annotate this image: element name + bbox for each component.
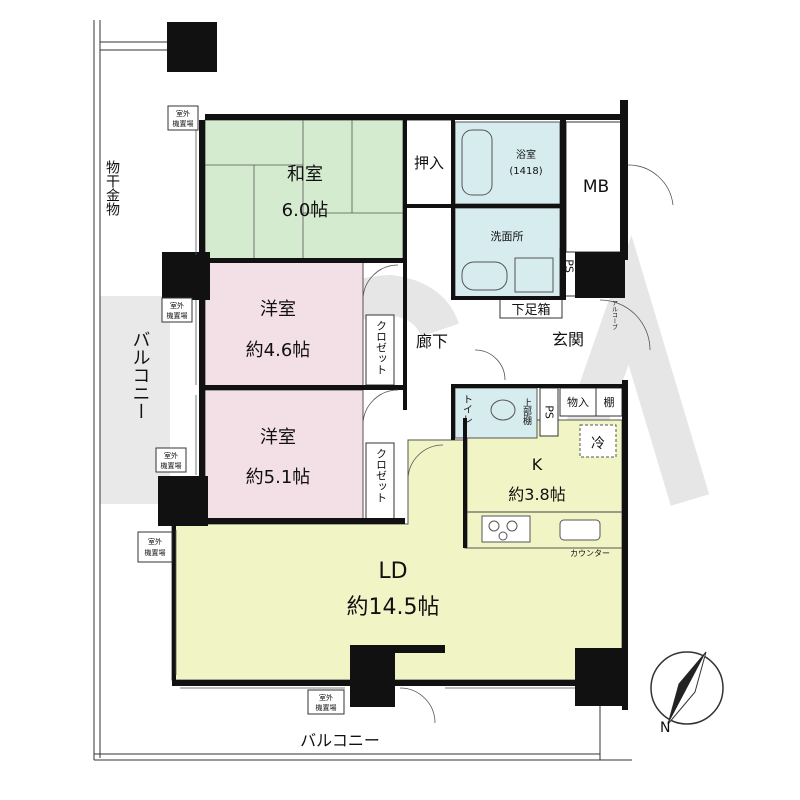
alcove-label: アルコーブ (611, 300, 618, 330)
washer-icon (514, 257, 554, 293)
outdoor-unit-label-2b: 機置場 (167, 311, 188, 320)
mb-label: MB (583, 177, 609, 197)
washitsu-size: 6.0帖 (282, 200, 329, 221)
tana-box (595, 387, 623, 417)
outdoor-unit-box-1 (167, 105, 199, 131)
door-swings (362, 164, 674, 724)
yoshitsu1-size: 約4.6帖 (246, 340, 311, 361)
monoire-label: 物入 (567, 395, 589, 409)
ps-label-1: PS (543, 405, 556, 419)
outdoor-unit-label-3a: 室外 (164, 451, 178, 460)
outdoor-unit-box-3 (155, 447, 187, 473)
outdoor-unit-box-4 (137, 531, 173, 563)
outdoor-unit-label-1a: 室外 (176, 109, 190, 118)
outdoor-unit-label-5b: 機置場 (316, 703, 337, 712)
tatami-lines (205, 120, 403, 260)
outdoor-unit-label-1b: 機置場 (173, 119, 194, 128)
fridge-label: 冷 (591, 436, 605, 452)
outdoor-unit-label-4a: 室外 (148, 537, 162, 546)
closet2-label: クロゼット (375, 448, 388, 503)
fridge-box (579, 424, 617, 458)
oshiire-box (404, 119, 454, 207)
toilet-icon (490, 399, 516, 421)
outdoor-unit-box-2 (161, 297, 193, 323)
balcony-south-label: バルコニー (300, 731, 380, 750)
window-marks (175, 125, 575, 689)
closet1-label: クロゼット (375, 320, 388, 375)
genkan-label: 玄関 (552, 330, 584, 349)
walls (158, 22, 628, 710)
washbasin-icon (461, 261, 508, 291)
stove-icon (481, 515, 531, 543)
sink-icon (559, 519, 601, 541)
north-label: N (660, 720, 670, 736)
counter-label: カウンター (570, 549, 610, 558)
outdoor-unit-label-2a: 室外 (170, 301, 184, 310)
outdoor-unit-box-5 (307, 689, 345, 715)
oshiire-label: 押入 (414, 154, 444, 172)
monohoshi-label: 物干金物 (104, 160, 120, 217)
washitsu-room (204, 119, 404, 261)
balcony-west-label: バルコニー (130, 330, 151, 420)
kitchen-size: 約3.8帖 (508, 485, 565, 504)
yoshitsu1-room (204, 261, 364, 387)
ps-label-2: PS (563, 259, 576, 273)
ld-name: LD (378, 559, 407, 584)
toilet-label: トイレ (461, 394, 473, 424)
bath-room (454, 121, 561, 205)
closet1-box (365, 314, 395, 386)
bath-size: (1418) (509, 166, 542, 177)
senmen-room (454, 207, 561, 299)
jobi-label: 上部棚 (521, 398, 532, 426)
bath-name: 浴室 (516, 148, 536, 161)
mb-box (565, 121, 623, 253)
kitchen-name: K (532, 455, 543, 474)
outdoor-unit-label-3b: 機置場 (161, 461, 182, 470)
compass-icon: N (650, 651, 724, 736)
monoire-box (559, 387, 597, 417)
senmen-label: 洗面所 (491, 230, 524, 243)
toilet-room (454, 387, 538, 439)
yoshitsu2-name: 洋室 (260, 427, 296, 448)
outdoor-unit-label-4b: 機置場 (145, 548, 166, 557)
geta-label: 下足箱 (511, 302, 550, 318)
tana-label: 棚 (604, 395, 615, 409)
washitsu-name: 和室 (287, 164, 323, 185)
yoshitsu1-name: 洋室 (260, 299, 296, 320)
rouka-label: 廊下 (416, 332, 448, 351)
yoshitsu2-room (204, 389, 364, 521)
ld-size: 約14.5帖 (347, 595, 440, 620)
yoshitsu2-size: 約5.1帖 (246, 467, 311, 488)
closet2-box (365, 442, 395, 520)
bathtub-icon (461, 129, 493, 196)
outdoor-unit-label-5a: 室外 (319, 693, 333, 702)
